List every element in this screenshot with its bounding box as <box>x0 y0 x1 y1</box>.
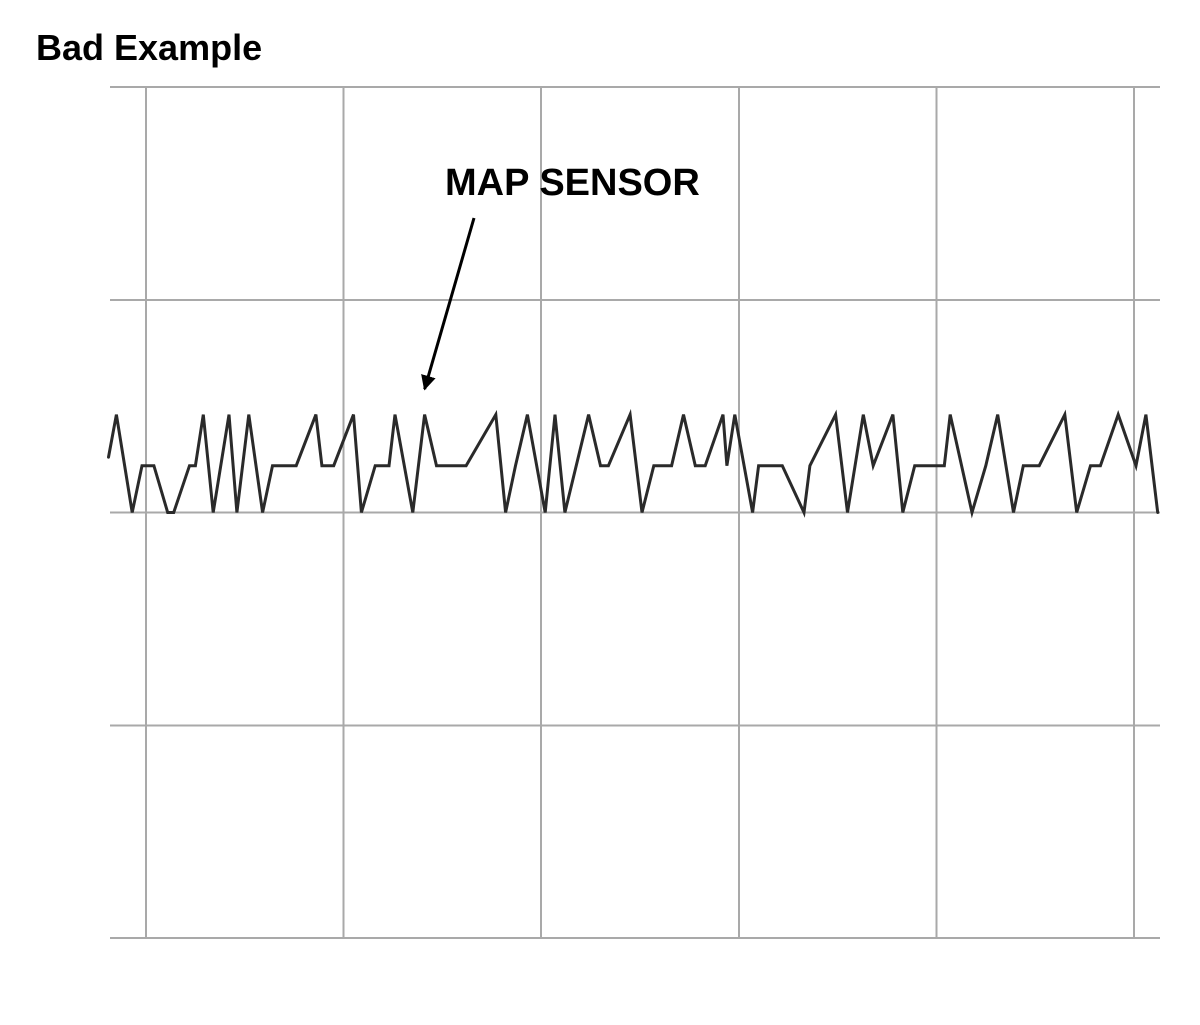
annotation-label: MAP SENSOR <box>445 162 700 204</box>
grid <box>110 86 1160 939</box>
annotation-arrow <box>421 217 476 391</box>
series-line-0 <box>107 408 1160 519</box>
page-title: Bad Example <box>36 27 263 68</box>
trace-layer <box>107 408 1160 519</box>
annotation-layer: MAP SENSOR <box>421 162 700 391</box>
